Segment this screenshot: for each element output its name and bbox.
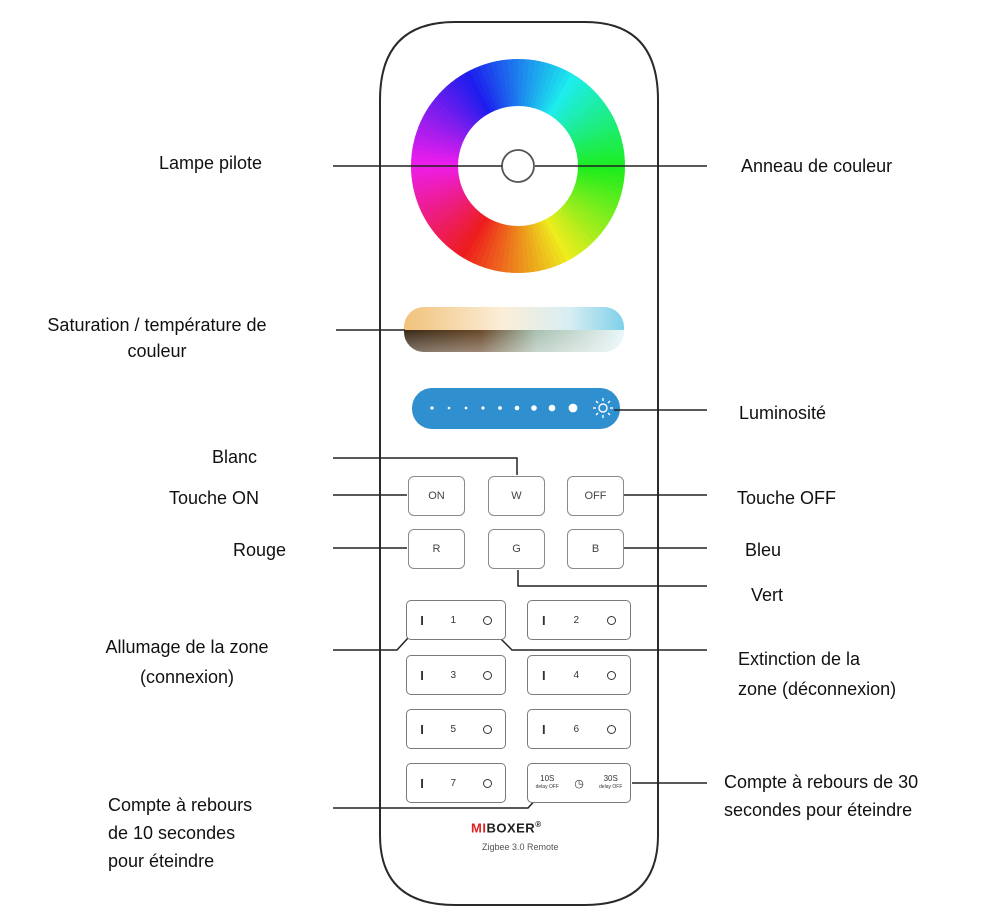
label-saturation-line2: couleur <box>127 341 187 361</box>
label-zone-on-line1: Allumage de la zone <box>105 637 269 657</box>
label-color-ring: Anneau de couleur <box>741 156 893 176</box>
label-countdown-30-line2: secondes pour éteindre <box>724 800 913 820</box>
blue-button-label: B <box>591 543 600 555</box>
brand-logo: MIBOXER® <box>471 820 542 836</box>
sun-icon <box>593 398 613 418</box>
label-blue: Bleu <box>745 540 782 560</box>
zone-number: 1 <box>450 614 457 626</box>
red-button[interactable]: R <box>408 529 465 569</box>
label-countdown-10: Compte à rebours de 10 secondes pour éte… <box>108 794 252 872</box>
red-button-label: R <box>432 543 441 555</box>
blue-button[interactable]: B <box>567 529 624 569</box>
zone-off-icon[interactable] <box>607 615 617 625</box>
off-button-label: OFF <box>584 490 607 502</box>
off-button[interactable]: OFF <box>567 476 624 516</box>
zone-number: 5 <box>450 723 457 735</box>
timer-30s-sub: delay OFF <box>599 784 623 790</box>
zone-number: 2 <box>573 614 580 626</box>
green-button-label: G <box>512 543 521 555</box>
zone-off-icon[interactable] <box>482 778 492 788</box>
label-zone-on: Allumage de la zone (connexion) <box>52 636 322 688</box>
label-zone-on-line2: (connexion) <box>139 667 235 687</box>
label-countdown-10-line1: Compte à rebours <box>108 795 253 815</box>
white-button-label: W <box>511 490 522 502</box>
zone-on-icon[interactable]: I <box>420 667 424 683</box>
label-green: Vert <box>751 585 784 605</box>
label-countdown-30-line1: Compte à rebours de 30 <box>724 772 919 792</box>
zone-number: 7 <box>450 777 457 789</box>
zone-on-icon[interactable]: I <box>420 721 424 737</box>
label-saturation: Saturation / température de couleur <box>7 314 307 362</box>
timer-30s-label: 30S <box>603 774 618 783</box>
label-zone-off-line1: Extinction de la <box>738 649 861 669</box>
zone-off-icon[interactable] <box>607 670 617 680</box>
label-saturation-line1: Saturation / température de <box>47 315 267 335</box>
label-zone-off: Extinction de la zone (déconnexion) <box>738 648 896 700</box>
white-button[interactable]: W <box>488 476 545 516</box>
timer-10s-label: 10S <box>540 774 555 783</box>
label-countdown-10-line2: de 10 secondes <box>108 823 236 843</box>
zone-number: 6 <box>573 723 580 735</box>
on-button[interactable]: ON <box>408 476 465 516</box>
label-pilot-lamp: Lampe pilote <box>159 153 263 173</box>
zone-off-icon[interactable] <box>607 724 617 734</box>
zone-on-icon[interactable]: I <box>541 721 546 737</box>
green-button[interactable]: G <box>488 529 545 569</box>
label-white: Blanc <box>212 447 258 467</box>
label-off-key: Touche OFF <box>737 488 837 508</box>
zone-off-icon[interactable] <box>482 724 492 734</box>
label-brightness: Luminosité <box>739 403 827 423</box>
brightness-dots <box>430 403 578 413</box>
zone-on-icon[interactable]: I <box>420 775 424 791</box>
label-on-key: Touche ON <box>169 488 260 508</box>
zone-on-icon[interactable]: I <box>420 612 424 628</box>
clock-icon: ◷ <box>574 777 584 790</box>
saturation-bar <box>404 307 624 352</box>
model-name: Zigbee 3.0 Remote <box>482 842 559 852</box>
zone-number: 4 <box>573 669 580 681</box>
timer-10s-sub: delay OFF <box>535 784 559 790</box>
pilot-lamp-icon <box>501 149 535 183</box>
label-zone-off-line2: zone (déconnexion) <box>738 679 897 699</box>
label-red: Rouge <box>233 540 287 560</box>
on-button-label: ON <box>428 490 445 502</box>
zone-off-icon[interactable] <box>482 615 492 625</box>
label-countdown-30: Compte à rebours de 30 secondes pour éte… <box>724 771 918 821</box>
zone-on-icon[interactable]: I <box>541 612 546 628</box>
zone-on-icon[interactable]: I <box>541 667 546 683</box>
zone-off-icon[interactable] <box>482 670 492 680</box>
label-countdown-10-line3: pour éteindre <box>108 851 215 871</box>
zone-number: 3 <box>450 669 457 681</box>
